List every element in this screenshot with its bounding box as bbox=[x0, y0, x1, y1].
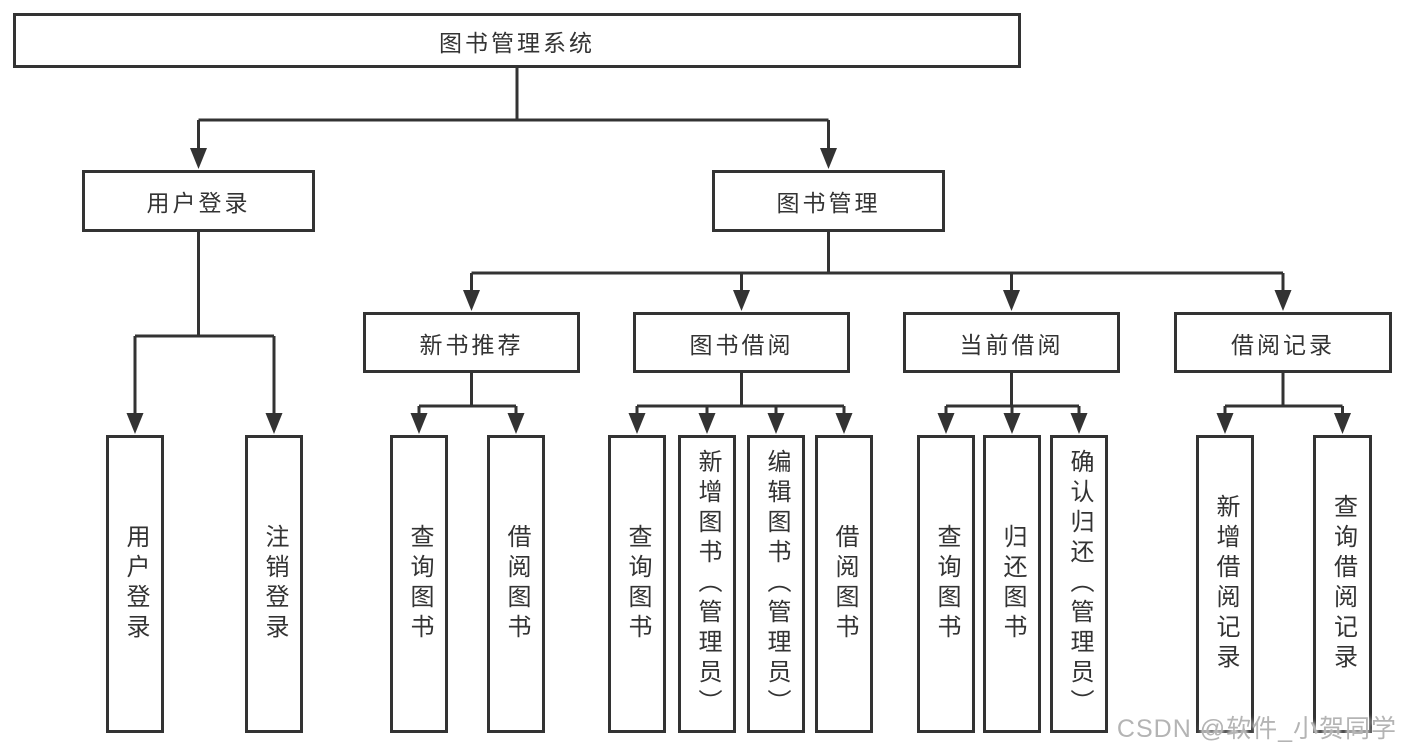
arrow-down bbox=[628, 413, 646, 434]
node-root-library-system: 图书管理系统 bbox=[13, 13, 1021, 68]
node-label: 查询借阅记录 bbox=[1329, 494, 1357, 674]
node-book-borrow: 图书借阅 bbox=[633, 312, 850, 373]
leaf-borrow-books-recommend: 借阅图书 bbox=[487, 435, 545, 733]
node-label: 当前借阅 bbox=[959, 331, 1064, 358]
leaf-add-book-admin: 新增图书（管理员） bbox=[678, 435, 736, 733]
arrow-down bbox=[507, 413, 525, 434]
leaf-logout: 注销登录 bbox=[245, 435, 303, 733]
connector-book-borrow-children bbox=[635, 373, 846, 415]
connector-borrow-records-children bbox=[1223, 373, 1344, 415]
arrow-down bbox=[1274, 290, 1292, 311]
arrow-down bbox=[1334, 413, 1351, 434]
node-label: 用户登录 bbox=[146, 190, 251, 216]
arrow-down bbox=[698, 413, 716, 434]
node-label: 新增借阅记录 bbox=[1212, 494, 1239, 674]
csdn-watermark: CSDN @软件_小贺同学 bbox=[1116, 715, 1397, 743]
arrow-down bbox=[733, 290, 750, 311]
leaf-borrow-books: 借阅图书 bbox=[815, 435, 873, 733]
node-book-management: 图书管理 bbox=[712, 170, 945, 232]
connector-root-to-level2 bbox=[197, 68, 830, 150]
leaf-query-books-recommend: 查询图书 bbox=[390, 435, 448, 733]
node-borrow-records: 借阅记录 bbox=[1174, 312, 1392, 373]
leaf-add-borrow-record: 新增借阅记录 bbox=[1196, 435, 1254, 733]
arrow-down bbox=[1003, 290, 1020, 311]
node-label: 借阅图书 bbox=[503, 524, 530, 644]
arrow-down bbox=[820, 148, 837, 169]
leaf-query-books-borrow: 查询图书 bbox=[608, 435, 666, 733]
node-label: 查询图书 bbox=[933, 524, 960, 644]
arrow-down bbox=[126, 413, 144, 434]
node-label: 新增图书（管理员） bbox=[694, 449, 721, 719]
node-label: 用户登录 bbox=[122, 524, 149, 644]
node-label: 查询图书 bbox=[406, 524, 433, 644]
node-label: 归还图书 bbox=[999, 524, 1026, 644]
node-label: 查询图书 bbox=[624, 524, 651, 644]
arrow-down bbox=[835, 413, 853, 434]
arrow-down bbox=[410, 413, 428, 434]
node-user-login: 用户登录 bbox=[82, 170, 315, 232]
arrow-down bbox=[937, 413, 955, 434]
arrow-down bbox=[767, 413, 785, 434]
leaf-user-login: 用户登录 bbox=[106, 435, 164, 733]
node-label: 新书推荐 bbox=[419, 331, 524, 358]
node-current-borrow: 当前借阅 bbox=[903, 312, 1120, 373]
node-label: 借阅图书 bbox=[831, 524, 858, 644]
node-label: 图书借阅 bbox=[689, 331, 794, 358]
node-new-book-recommend: 新书推荐 bbox=[363, 312, 580, 373]
leaf-query-books-current: 查询图书 bbox=[917, 435, 975, 733]
node-label: 图书管理系统 bbox=[439, 29, 595, 56]
node-label: 编辑图书（管理员） bbox=[763, 449, 790, 719]
leaf-edit-book-admin: 编辑图书（管理员） bbox=[747, 435, 805, 733]
connector-current-borrow-children bbox=[944, 373, 1081, 415]
node-label: 借阅记录 bbox=[1231, 331, 1335, 358]
connector-user-login-children bbox=[133, 232, 276, 415]
node-label: 图书管理 bbox=[776, 190, 881, 216]
leaf-confirm-return-admin: 确认归还（管理员） bbox=[1050, 435, 1108, 733]
connector-new-book-children bbox=[417, 373, 518, 415]
connector-book-management-children bbox=[470, 232, 1285, 292]
leaf-query-borrow-record: 查询借阅记录 bbox=[1313, 435, 1372, 733]
node-label: 注销登录 bbox=[261, 524, 288, 644]
arrow-down bbox=[190, 148, 207, 169]
node-label: 确认归还（管理员） bbox=[1066, 449, 1093, 719]
arrow-down bbox=[265, 413, 283, 434]
arrow-down bbox=[1003, 413, 1021, 434]
arrow-down bbox=[1070, 413, 1088, 434]
leaf-return-book: 归还图书 bbox=[983, 435, 1041, 733]
arrow-down bbox=[1216, 413, 1234, 434]
arrow-down bbox=[463, 290, 480, 311]
